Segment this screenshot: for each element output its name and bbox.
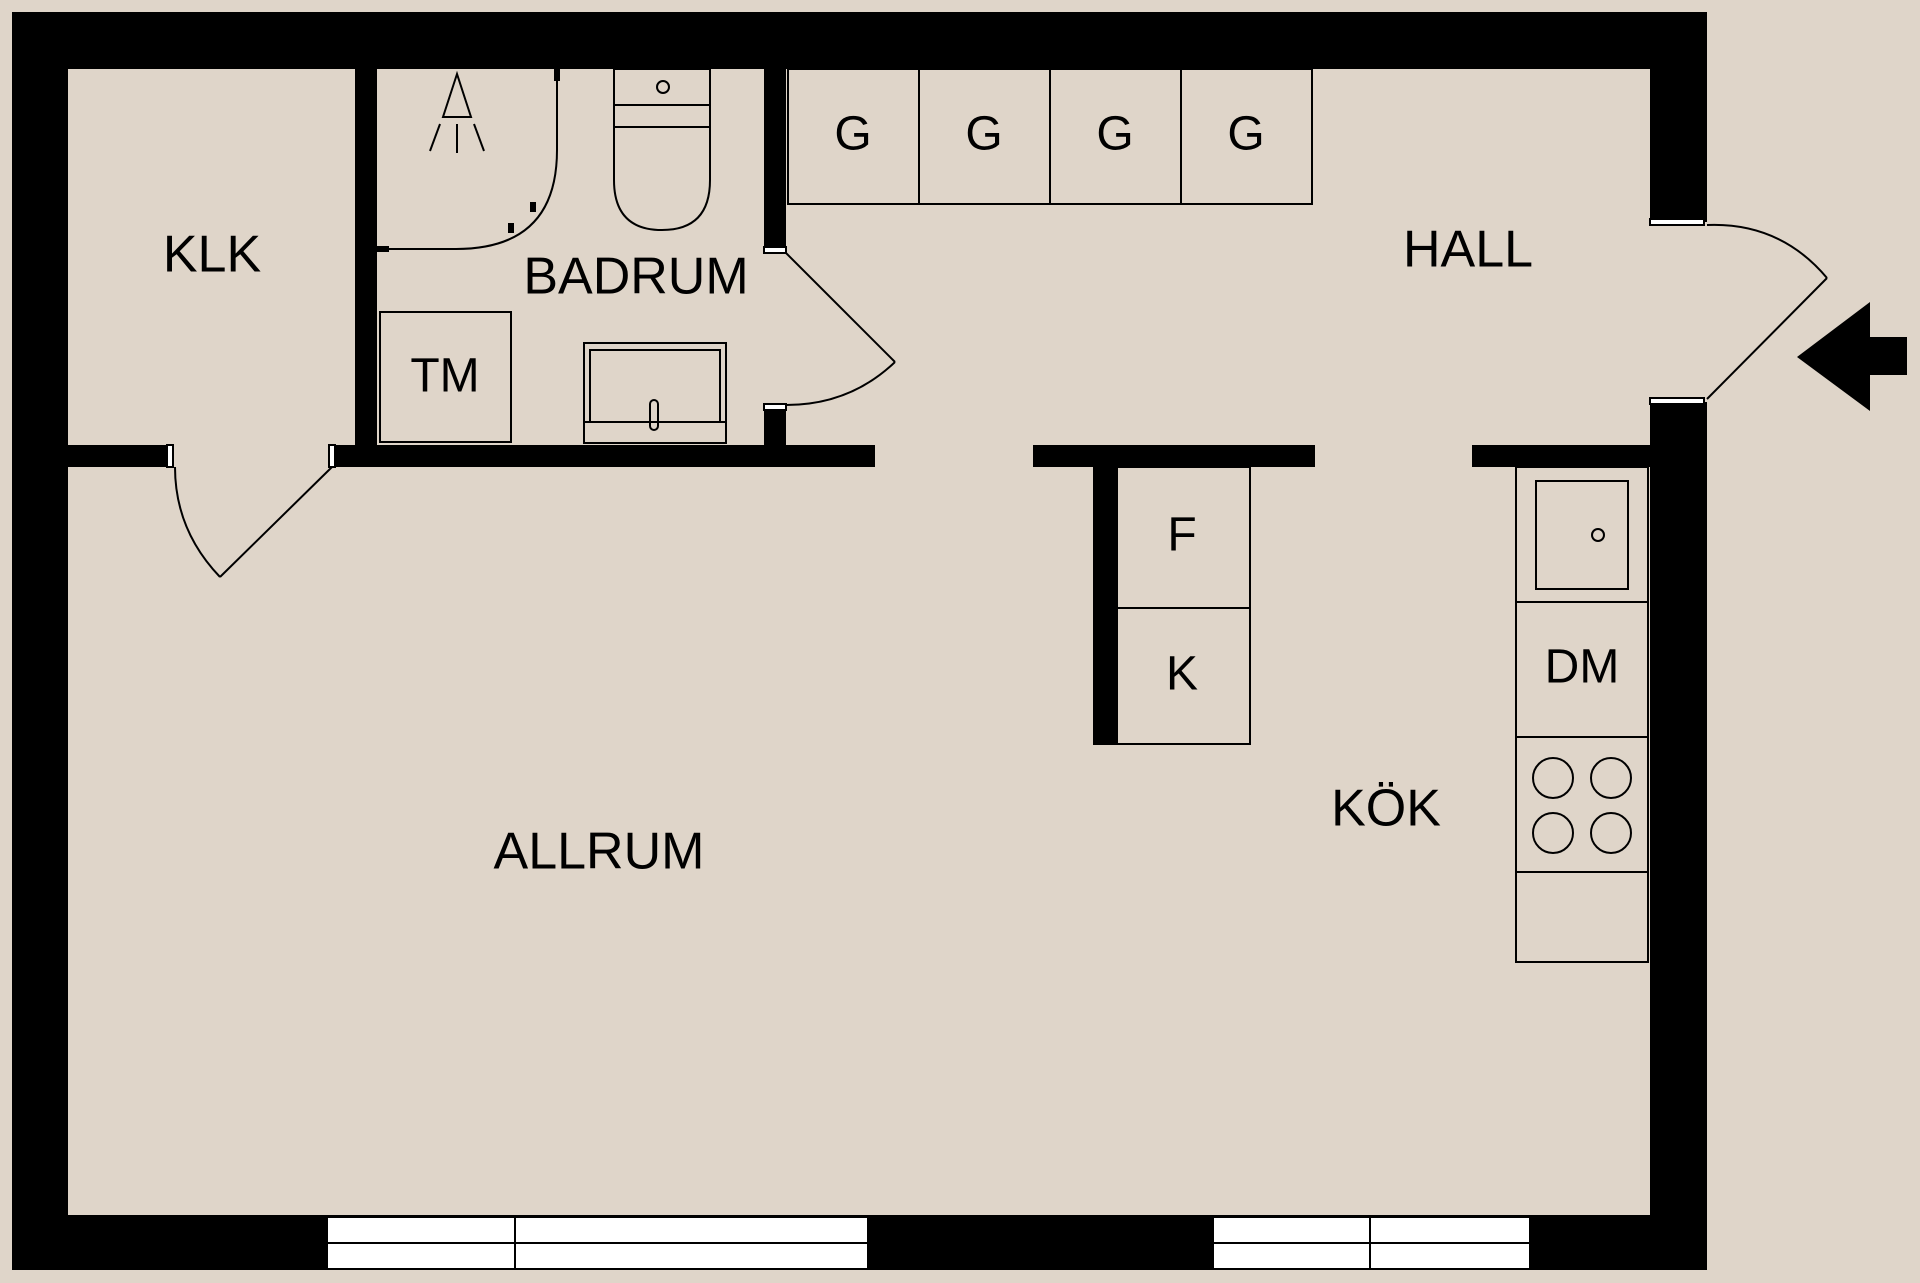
toilet-flush — [656, 80, 670, 94]
wardrobe — [1180, 68, 1313, 205]
jamb — [1649, 397, 1705, 405]
bathroom-door — [785, 252, 896, 406]
counter-end-section — [1515, 871, 1649, 963]
freezer-label: F — [1167, 509, 1196, 562]
jamb — [763, 246, 787, 254]
wall-badrum-allrum — [332, 445, 875, 467]
wall-badrum-hall-lower — [764, 408, 786, 445]
wall-island-side — [1093, 467, 1117, 745]
wall-klk-badrum — [355, 69, 377, 445]
room-label-hall: HALL — [1403, 221, 1533, 279]
window-left — [326, 1216, 869, 1270]
burner — [1590, 812, 1632, 854]
wall-klk-allrum — [68, 445, 170, 467]
burner — [1590, 757, 1632, 799]
wall-right-upper — [1650, 12, 1707, 222]
sink-icon — [583, 342, 727, 444]
sink-tap — [649, 399, 659, 431]
door-leaf — [1706, 277, 1828, 400]
fridge-label: K — [1166, 648, 1198, 701]
window-right — [1212, 1216, 1531, 1270]
room-label-kok: KÖK — [1331, 780, 1441, 838]
entrance-door — [1706, 223, 1828, 400]
room-label-klk: KLK — [163, 226, 262, 284]
door-swing-arc — [785, 361, 896, 406]
tick — [508, 223, 514, 233]
wall-hall-kok — [1472, 445, 1650, 467]
burner — [1532, 812, 1574, 854]
kitchen-sink-drain — [1591, 528, 1605, 542]
jamb — [166, 444, 174, 468]
shower-spray — [429, 123, 441, 152]
shower-screen-ticks — [377, 69, 560, 252]
wall-hall-island — [1033, 445, 1315, 467]
dishwasher-label: DM — [1545, 641, 1620, 694]
shower-icon — [386, 69, 558, 250]
door-leaf — [785, 252, 896, 363]
wardrobe-label: G — [1227, 108, 1264, 161]
washing-machine-body — [379, 311, 512, 443]
door-swing-arc — [174, 466, 221, 578]
shower-head — [441, 70, 473, 118]
wall-left — [12, 12, 68, 1270]
burner — [1532, 757, 1574, 799]
washing-machine — [379, 311, 512, 443]
toilet-bowl — [613, 127, 711, 232]
closet-door — [174, 466, 333, 578]
windows — [326, 1216, 1531, 1270]
tick — [530, 202, 536, 212]
freezer-fridge-unit — [1116, 466, 1251, 745]
wardrobe-label: G — [1096, 108, 1133, 161]
tick — [377, 246, 389, 252]
wall-badrum-hall-upper — [764, 69, 786, 251]
wall-top — [12, 12, 1707, 69]
kitchen-sink-basin — [1535, 480, 1629, 590]
wardrobe-row — [787, 68, 1313, 205]
wall-right-lower — [1650, 402, 1707, 1270]
room-label-allrum: ALLRUM — [494, 823, 705, 881]
wardrobe-label: G — [965, 108, 1002, 161]
outer-walls — [12, 12, 1707, 1270]
washing-machine-label: TM — [410, 350, 479, 403]
jamb — [1649, 218, 1705, 226]
doors — [174, 223, 1828, 578]
jamb — [763, 403, 787, 411]
sink-cabinet — [583, 342, 727, 444]
tick — [554, 69, 560, 81]
shower-spray — [473, 123, 485, 152]
wardrobe-label: G — [834, 108, 871, 161]
interior-walls — [68, 69, 1650, 745]
door-jambs — [166, 218, 1705, 468]
entrance-arrow-icon — [1797, 302, 1907, 411]
kitchen-counter — [1515, 466, 1649, 963]
shower-screen-arc — [386, 69, 558, 250]
door-leaf — [219, 466, 333, 578]
jamb — [328, 444, 336, 468]
toilet-tank — [613, 68, 711, 128]
room-label-badrum: BADRUM — [523, 248, 748, 306]
door-swing-arc — [1706, 223, 1828, 279]
fridge — [1116, 607, 1251, 745]
toilet-icon — [613, 68, 711, 232]
